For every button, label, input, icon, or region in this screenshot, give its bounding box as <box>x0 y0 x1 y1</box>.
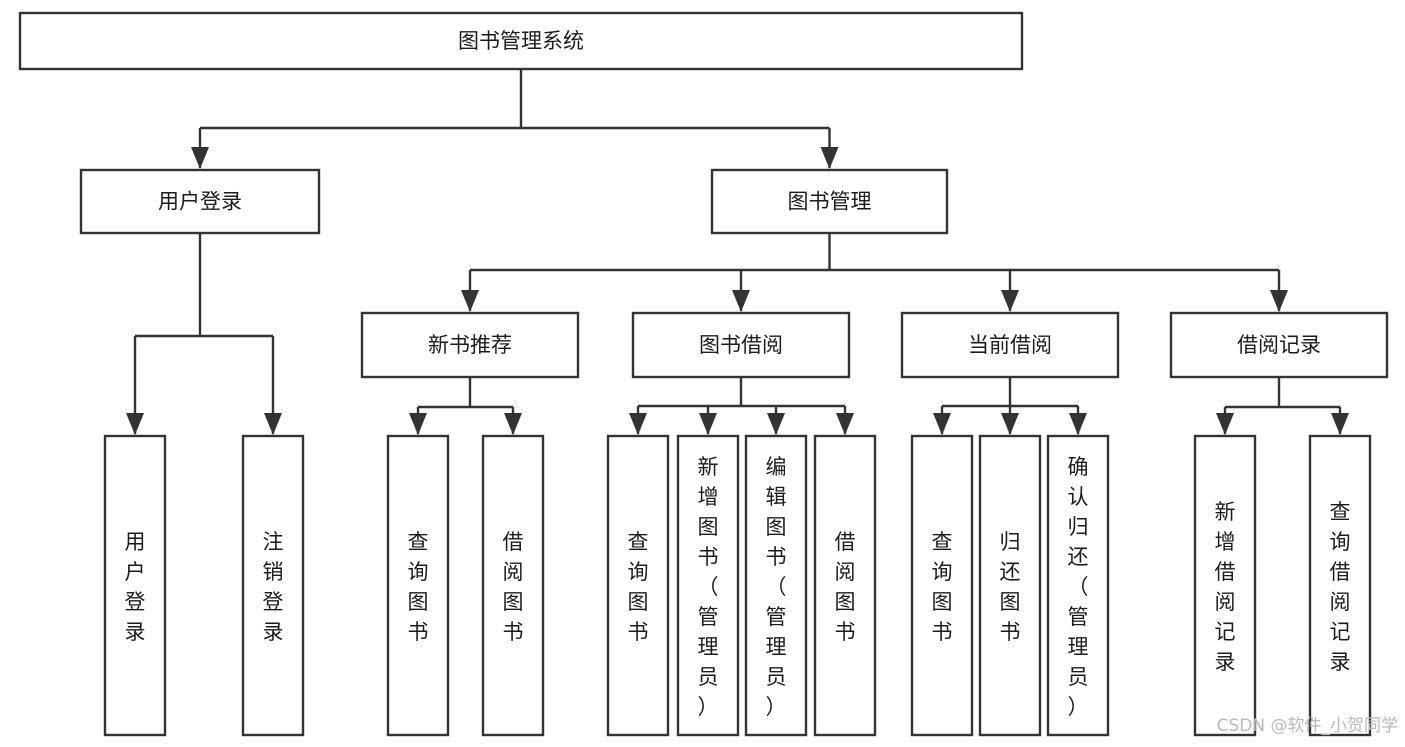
edge-book-management-arrow-1 <box>732 290 750 312</box>
node-leaf-edit-book-admin-label: 编辑图书（管理员） <box>766 455 787 719</box>
node-leaf-borrow-books-recommendation-label: 借阅图书 <box>503 530 524 644</box>
node-leaf-edit-book-admin-box[interactable] <box>744 434 808 737</box>
edge-user-login-arrow-1 <box>264 413 282 435</box>
node-new-book-recommendation-label: 新书推荐 <box>428 333 512 357</box>
node-new-book-recommendation-box[interactable] <box>360 311 580 379</box>
edge-current-borrowing-arrow-2 <box>1069 413 1087 435</box>
csdn-watermark: CSDN @软件_小贺同学 <box>1217 716 1398 736</box>
node-leaf-logout-box[interactable] <box>241 434 305 737</box>
node-book-borrowing-box[interactable] <box>631 311 851 379</box>
node-leaf-search-borrow-record-box[interactable] <box>1308 434 1372 737</box>
node-current-borrowing-label: 当前借阅 <box>968 333 1052 357</box>
edge-root-arrow-1 <box>820 147 839 169</box>
node-book-management[interactable]: 图书管理 <box>710 168 949 235</box>
node-leaf-user-login-box[interactable] <box>103 434 167 737</box>
node-current-borrowing[interactable]: 当前借阅 <box>900 311 1120 379</box>
node-leaf-return-books-label: 归还图书 <box>1000 530 1021 644</box>
connector-layer <box>126 69 1349 435</box>
node-root-library-management-system-box[interactable] <box>18 11 1024 71</box>
node-leaf-search-books-current-box[interactable] <box>910 434 974 737</box>
node-leaf-borrow-books-borrowing[interactable]: 借阅图书 <box>813 434 877 737</box>
node-leaf-borrow-books-borrowing-label: 借阅图书 <box>835 530 856 644</box>
node-leaf-add-borrow-record-label: 新增借阅记录 <box>1215 500 1236 674</box>
node-user-login[interactable]: 用户登录 <box>79 168 321 235</box>
edge-current-borrowing-arrow-0 <box>933 413 951 435</box>
node-leaf-add-book-admin-box[interactable] <box>676 434 740 737</box>
node-borrowing-records-box[interactable] <box>1169 311 1389 379</box>
node-leaf-logout[interactable]: 注销登录 <box>241 434 305 737</box>
node-leaf-search-borrow-record[interactable]: 查询借阅记录 <box>1308 434 1372 737</box>
node-leaf-edit-book-admin[interactable]: 编辑图书（管理员） <box>744 434 808 737</box>
node-leaf-user-login[interactable]: 用户登录 <box>103 434 167 737</box>
edge-book-management-arrow-0 <box>461 290 479 312</box>
edge-book-borrowing-arrow-0 <box>629 413 647 435</box>
edge-borrowing-records-arrow-0 <box>1216 413 1234 435</box>
node-book-management-box[interactable] <box>710 168 949 235</box>
edge-current-borrowing-arrow-1 <box>1001 413 1019 435</box>
node-root-library-management-system[interactable]: 图书管理系统 <box>18 11 1024 71</box>
node-leaf-search-books-borrowing[interactable]: 查询图书 <box>606 434 670 737</box>
edge-book-borrowing-arrow-2 <box>767 413 785 435</box>
edge-book-borrowing-arrow-1 <box>699 413 717 435</box>
edge-borrowing-records-arrow-1 <box>1331 413 1349 435</box>
node-user-login-label: 用户登录 <box>158 190 242 214</box>
node-leaf-search-borrow-record-label: 查询借阅记录 <box>1330 500 1351 674</box>
node-leaf-borrow-books-recommendation-box[interactable] <box>481 434 545 737</box>
node-book-borrowing-label: 图书借阅 <box>699 333 783 357</box>
node-new-book-recommendation[interactable]: 新书推荐 <box>360 311 580 379</box>
edge-book-borrowing-arrow-3 <box>836 413 854 435</box>
node-borrowing-records-label: 借阅记录 <box>1237 333 1321 357</box>
node-leaf-add-book-admin-label: 新增图书（管理员） <box>698 455 719 719</box>
node-leaf-search-books-borrowing-label: 查询图书 <box>628 530 649 644</box>
node-user-login-box[interactable] <box>79 168 321 235</box>
node-leaf-borrow-books-borrowing-box[interactable] <box>813 434 877 737</box>
node-leaf-search-books-current[interactable]: 查询图书 <box>910 434 974 737</box>
node-leaf-return-books-box[interactable] <box>978 434 1042 737</box>
edge-book-management-arrow-3 <box>1270 290 1288 312</box>
node-layer: 图书管理系统用户登录图书管理新书推荐图书借阅当前借阅借阅记录用户登录注销登录查询… <box>18 11 1389 737</box>
node-leaf-search-books-recommendation-label: 查询图书 <box>408 530 429 644</box>
node-leaf-return-books[interactable]: 归还图书 <box>978 434 1042 737</box>
edge-root-arrow-0 <box>191 147 209 169</box>
edge-user-login-arrow-0 <box>126 413 144 435</box>
node-leaf-logout-label: 注销登录 <box>263 530 284 644</box>
node-current-borrowing-box[interactable] <box>900 311 1120 379</box>
node-leaf-user-login-label: 用户登录 <box>125 530 146 644</box>
node-leaf-search-books-recommendation[interactable]: 查询图书 <box>386 434 450 737</box>
edge-book-management-arrow-2 <box>1001 290 1019 312</box>
node-book-borrowing[interactable]: 图书借阅 <box>631 311 851 379</box>
node-leaf-add-borrow-record[interactable]: 新增借阅记录 <box>1193 434 1257 737</box>
node-leaf-confirm-return-admin-label: 确认归还（管理员） <box>1068 455 1089 719</box>
node-leaf-add-borrow-record-box[interactable] <box>1193 434 1257 737</box>
edge-recommendation-arrow-1 <box>504 413 522 435</box>
node-leaf-search-books-current-label: 查询图书 <box>932 530 953 644</box>
node-leaf-borrow-books-recommendation[interactable]: 借阅图书 <box>481 434 545 737</box>
edge-recommendation-arrow-0 <box>409 413 427 435</box>
node-borrowing-records[interactable]: 借阅记录 <box>1169 311 1389 379</box>
node-leaf-confirm-return-admin[interactable]: 确认归还（管理员） <box>1046 434 1110 737</box>
node-leaf-add-book-admin[interactable]: 新增图书（管理员） <box>676 434 740 737</box>
node-leaf-search-books-borrowing-box[interactable] <box>606 434 670 737</box>
node-root-library-management-system-label: 图书管理系统 <box>458 29 584 53</box>
node-leaf-confirm-return-admin-box[interactable] <box>1046 434 1110 737</box>
node-leaf-search-books-recommendation-box[interactable] <box>386 434 450 737</box>
node-book-management-label: 图书管理 <box>788 190 872 214</box>
